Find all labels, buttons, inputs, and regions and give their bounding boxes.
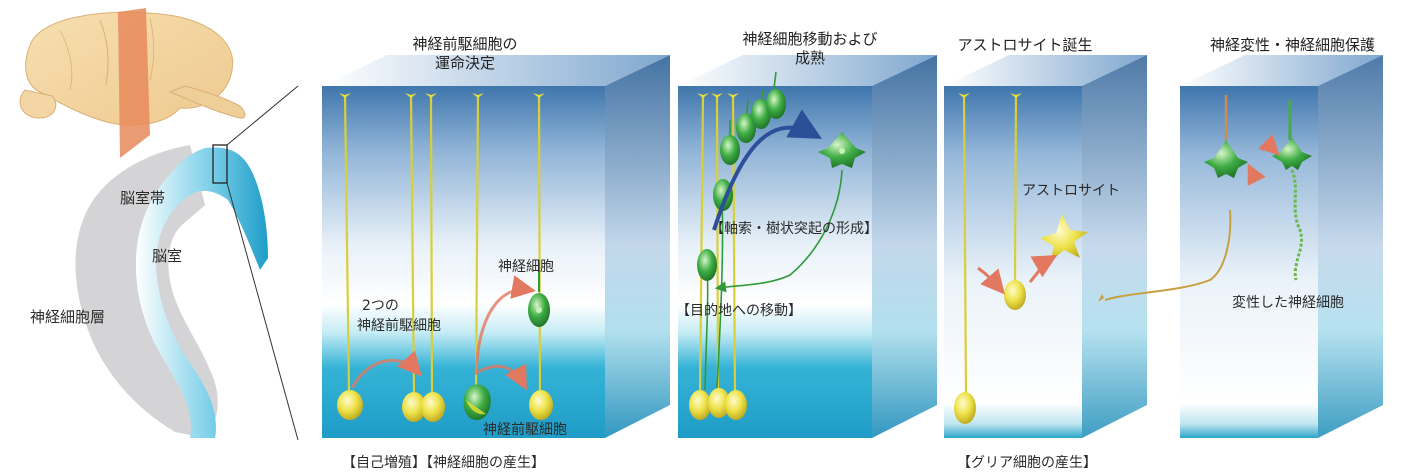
label-two-line1: 2つの xyxy=(362,298,399,314)
degenerated-axon xyxy=(1290,169,1303,281)
label-neuron: 神経細胞 xyxy=(498,259,554,275)
astrocyte-cell xyxy=(1040,214,1088,262)
panel-4-box xyxy=(1180,55,1383,438)
panel-2-cells xyxy=(689,71,866,420)
migrating-neuron xyxy=(751,99,771,129)
migrating-neuron xyxy=(697,249,717,281)
panel-3-title: アストロサイト誕生 xyxy=(955,36,1095,55)
panel-1-title-line1: 神経前駆細胞の xyxy=(412,35,518,53)
panel-3-cells xyxy=(954,93,1088,424)
dividing-cell xyxy=(463,384,491,421)
radial-glia-cell xyxy=(1004,280,1026,310)
coronal-section xyxy=(75,85,299,441)
label-neuron-layer: 神経細胞層 xyxy=(30,308,106,326)
panel-4-cells xyxy=(1098,95,1312,302)
migration-arrow xyxy=(712,109,822,231)
panel-1-title-line2: 運命決定 xyxy=(434,54,495,72)
progenitor-cell xyxy=(421,392,445,422)
section-plane xyxy=(118,8,150,158)
caption-self-renewal: 【自己増殖】【神経細胞の産生】 xyxy=(342,455,545,471)
panel-2-title-line1: 神経細胞移動および xyxy=(742,30,878,48)
label-ventricular-zone: 脳室帯 xyxy=(120,189,166,207)
panel-3-box xyxy=(944,55,1147,438)
migrating-neuron xyxy=(736,113,756,143)
zoom-line-bottom xyxy=(226,182,299,441)
caption-glia-production: 【グリア細胞の産生】 xyxy=(957,455,1097,471)
zoom-box xyxy=(212,144,228,184)
label-astrocyte: アストロサイト xyxy=(1022,183,1120,199)
panel-1-box xyxy=(322,55,670,438)
division-arrow xyxy=(350,350,423,389)
label-axon-dendrite: 【軸索・樹状突起の形成】 xyxy=(710,221,878,237)
zoom-line-top xyxy=(226,85,299,146)
neuron-arrow xyxy=(474,275,536,376)
panel-2-title-line2: 成熟 xyxy=(794,49,825,67)
progenitor-cell xyxy=(337,390,363,420)
label-two-line2: 神経前駆細胞 xyxy=(357,318,441,334)
protected-neuron xyxy=(1204,140,1248,178)
recovering-neuron xyxy=(1272,138,1312,170)
migrating-neuron xyxy=(720,135,740,165)
label-degenerated-neuron: 変性した神経細胞 xyxy=(1232,295,1344,311)
panel-3-title-line1: アストロサイト誕生 xyxy=(957,36,1093,54)
panel-1-title: 神経前駆細胞の 運命決定 xyxy=(380,35,550,73)
label-progenitor: 神経前駆細胞 xyxy=(483,422,567,438)
progenitor-cell xyxy=(402,392,426,422)
progenitor-arrow xyxy=(477,363,527,391)
panel-1-cells xyxy=(337,93,553,422)
label-migration: 【目的地への移動】 xyxy=(676,303,802,319)
migrating-neuron xyxy=(713,179,733,211)
migrating-neuron xyxy=(766,89,786,119)
panel-4-title-line1: 神経変性・神経細胞保護 xyxy=(1209,36,1375,54)
panel-4-title: 神経変性・神経細胞保護 xyxy=(1185,36,1400,55)
progenitor-cell xyxy=(529,390,553,420)
label-ventricle: 脳室 xyxy=(152,247,183,265)
panel-2-title: 神経細胞移動および 成熟 xyxy=(705,30,915,68)
